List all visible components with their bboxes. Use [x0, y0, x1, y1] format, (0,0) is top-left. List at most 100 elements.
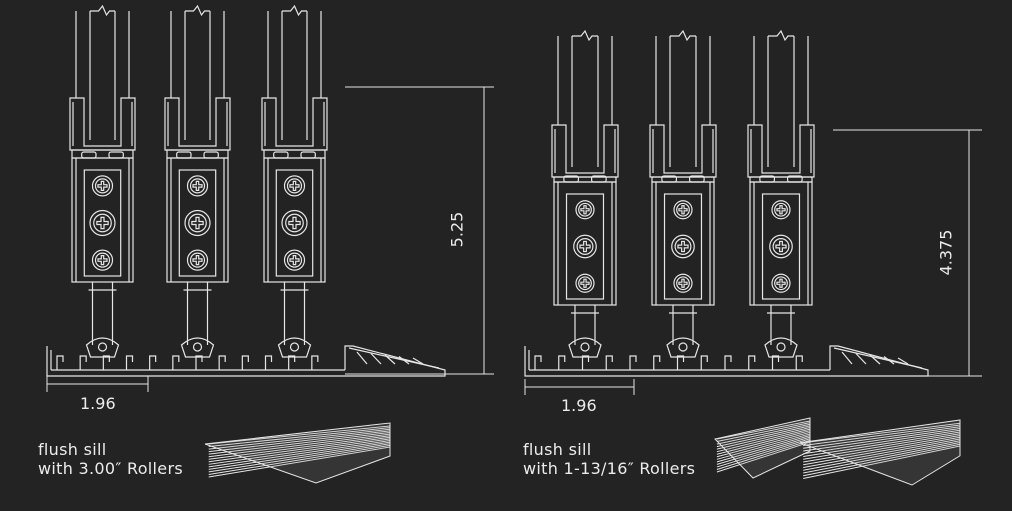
left-panel-3-screw-top — [283, 175, 306, 197]
right-b-extrusion-photo-rail-13 — [803, 445, 961, 479]
left-height-dimension: 5.25 — [447, 211, 467, 248]
right-panel-1-glazing-cap — [551, 124, 619, 178]
left-extrusion-photo-rail-5 — [208, 433, 391, 458]
right-b-extrusion-photo-rail-10 — [803, 440, 961, 471]
right-b-extrusion-photo-rail-0 — [803, 422, 961, 444]
left-extrusion-photo-rail-10 — [208, 441, 391, 470]
right-a-extrusion-photo-rail-11 — [716, 438, 811, 468]
right-panel-2-screw-mid — [671, 234, 695, 259]
right-panel-3-screw-bottom — [771, 273, 791, 293]
left-sill-track-10 — [288, 355, 296, 370]
left-panel-2-clip-r — [203, 151, 219, 159]
left-panel-3-glazing-cap — [261, 97, 328, 151]
right-panel-3-glazing-cap — [747, 124, 815, 178]
right-panel-3-screw-bottom-inner — [774, 276, 788, 291]
right-panel-1-roller-axle — [580, 342, 590, 352]
right-panel-2-glazing-cap — [649, 124, 717, 178]
right-sill-ramp-hatch-1 — [855, 353, 867, 365]
left-extrusion-photo-rail-6 — [208, 435, 391, 460]
left-panel-2-screw-mid-inner — [188, 213, 207, 233]
right-b-extrusion-photo-rail-5 — [803, 431, 961, 457]
right-panel-1-break-mark — [572, 29, 598, 42]
left-extrusion-photo-rail-9 — [208, 440, 391, 468]
left-drawing — [46, 4, 494, 484]
right-panel-2-clip-r — [688, 175, 705, 183]
left-panel-1-screw-mid — [89, 209, 116, 237]
left-panel-3-roller-plate — [275, 169, 314, 277]
left-sill-ramp-hatch-3 — [398, 356, 410, 365]
left-panel-2-break-mark — [185, 4, 210, 17]
right-sill-track-10 — [771, 355, 780, 370]
left-caption-line1: flush sill — [38, 440, 107, 459]
right-a-extrusion-photo-rail-2 — [716, 423, 811, 445]
right-a-extrusion-photo-rail-4 — [716, 426, 811, 450]
left-sill-track-5 — [172, 355, 180, 370]
left-panel-2-clip-l — [176, 151, 192, 159]
right-sill-track-1 — [558, 355, 566, 370]
right-a-extrusion-photo — [714, 417, 811, 479]
right-panel-3-break-mark — [768, 29, 794, 42]
right-height-dimension: 4.375 — [936, 229, 956, 276]
right-a-extrusion-photo-rail-0 — [716, 420, 811, 440]
right-sill-ramp-hatch-4 — [897, 357, 909, 365]
left-sill-track-2 — [102, 355, 110, 370]
right-b-extrusion-photo-rail-6 — [803, 433, 961, 460]
right-panel-2-roller-axle — [678, 342, 688, 352]
left-panel-1-clip-r — [108, 151, 124, 159]
right-panel-3-screw-mid-inner — [772, 238, 790, 255]
right-panel-2-screw-top-cross — [678, 205, 688, 215]
left-panel-3-screw-bottom-inner — [286, 252, 303, 268]
left-panel-1-screw-bottom-cross — [97, 255, 108, 266]
left-sill-track-0 — [56, 355, 64, 370]
right-panel-3-screw-top-cross — [776, 205, 786, 215]
left-sill-track-11 — [311, 355, 319, 370]
left-sill-ramp-hatch-2 — [384, 354, 396, 365]
right-sill-track-4 — [629, 355, 637, 370]
left-panel-3-roller-wheel — [277, 337, 312, 358]
left-panel-2-frame-body — [166, 157, 229, 283]
left-panel-1-screw-top-inner — [94, 178, 111, 194]
right-b-extrusion-photo-rail-4 — [803, 429, 961, 455]
right-panel-2-frame-body — [651, 181, 715, 306]
left-panel-3-clip-r — [300, 151, 316, 159]
right-panel-1-roller-plate — [565, 193, 605, 300]
left-extrusion-photo-rail-11 — [208, 443, 391, 473]
left-panel-2 — [164, 4, 231, 358]
right-panel-3-clip-r — [786, 175, 803, 183]
left-panel-2-roller-plate — [178, 169, 217, 277]
left-panel-1-roller-wheel — [85, 337, 120, 358]
left-panel-1-screw-bottom — [91, 249, 114, 271]
right-panel-1-screw-top — [575, 200, 595, 220]
right-panel-3-roller-axle — [776, 342, 786, 352]
right-sill-track-3 — [605, 355, 613, 370]
left-extrusion-photo-rail-13 — [208, 446, 391, 478]
left-panel-1-clip-l — [81, 151, 97, 159]
right-b-extrusion-photo — [799, 419, 961, 486]
right-sill — [524, 345, 929, 377]
left-panel-2-screw-mid — [184, 209, 211, 237]
left-sill-base — [46, 345, 446, 377]
right-panel-3-screw-bottom-cross — [776, 278, 786, 288]
right-panel-2-clip-l — [661, 175, 678, 183]
left-extrusion-photo-rail-1 — [208, 427, 391, 448]
left-panel-3-screw-mid-cross — [288, 216, 301, 230]
left-panel-1 — [69, 4, 136, 358]
right-b-extrusion-photo-rail-2 — [803, 426, 961, 449]
right-panel-1-clip-r — [590, 175, 607, 183]
right-a-extrusion-photo-rail-1 — [716, 422, 811, 443]
right-sill-track-0 — [534, 355, 542, 370]
right-panel-3-frame-body — [749, 181, 813, 306]
left-sill-track-1 — [79, 355, 87, 370]
left-sill-track-8 — [241, 355, 249, 370]
right-b-extrusion-photo-rail-1 — [803, 424, 961, 446]
right-panel-1-screw-bottom-cross — [580, 278, 590, 288]
right-panel-2-break-mark — [670, 29, 696, 42]
right-sill-track-9 — [748, 355, 756, 370]
left-extrusion-photo-rail-2 — [208, 428, 391, 450]
right-b-extrusion-photo-rail-9 — [803, 438, 961, 468]
right-b-extrusion-photo-rail-11 — [803, 442, 961, 474]
right-panel-3-screw-top-inner — [774, 202, 788, 217]
left-sill-ramp-hatch-1 — [370, 353, 382, 365]
left-panel-2-roller-wheel — [180, 337, 215, 358]
